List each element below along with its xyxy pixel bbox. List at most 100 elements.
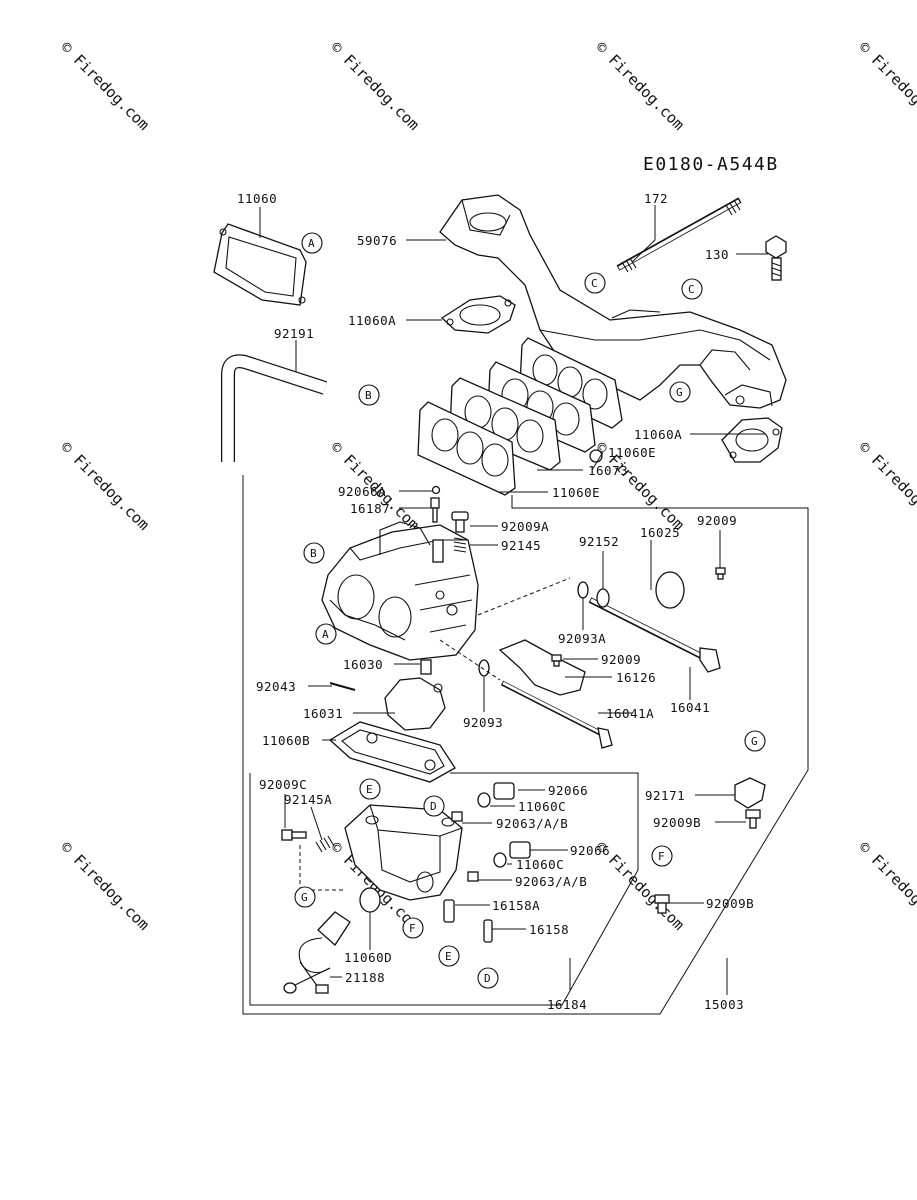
part-label: 15003 <box>704 997 744 1012</box>
part-label: 16073 <box>588 463 628 478</box>
screw-92009A <box>451 511 469 533</box>
part-label: 92063/A/B <box>515 874 587 889</box>
part-label: 92093 <box>463 715 503 730</box>
gasket-11060A-top <box>440 295 516 334</box>
intake-manifold <box>439 194 787 409</box>
part-label: 92043 <box>256 679 296 694</box>
plug-92066-a <box>493 782 515 800</box>
jet-16158A <box>443 899 455 923</box>
part-label: 92009A <box>501 519 549 534</box>
part-label: 16126 <box>616 670 656 685</box>
screw-92009-mid <box>551 654 562 667</box>
shaft-16025 <box>588 571 721 673</box>
solenoid-21188 <box>283 911 351 994</box>
svg-text:C: C <box>688 283 695 296</box>
screw-92063-a <box>451 811 463 822</box>
part-label: 92009B <box>653 815 701 830</box>
part-label: 11060B <box>262 733 310 748</box>
callout-G-top: G <box>669 381 691 403</box>
svg-text:E: E <box>366 783 373 796</box>
screw-92009C <box>281 829 307 841</box>
part-label: 16041 <box>670 700 710 715</box>
part-label: 11060 <box>237 191 277 206</box>
svg-text:C: C <box>591 277 598 290</box>
part-label: 11060C <box>518 799 566 814</box>
svg-text:E: E <box>445 950 452 963</box>
part-label: 11060C <box>516 857 564 872</box>
screw-92009B-b <box>654 894 670 914</box>
assembly-box-15003 <box>242 475 809 1015</box>
screw-92063-b <box>467 871 479 882</box>
spring-92145A <box>315 835 335 853</box>
callout-F-a: F <box>402 917 424 939</box>
callout-C-a: C <box>584 272 606 294</box>
watermark: © Firedog.com <box>855 838 917 934</box>
seal-92152 <box>596 588 610 608</box>
part-label: 16031 <box>303 706 343 721</box>
jet-16187 <box>430 497 440 523</box>
svg-text:F: F <box>658 850 665 863</box>
part-label: 92191 <box>274 326 314 341</box>
watermark: © Firedog.com <box>855 38 917 134</box>
washer-92093 <box>478 659 490 677</box>
part-label: 172 <box>644 191 668 206</box>
callout-B-mid: B <box>303 542 325 564</box>
carburetor-body <box>321 521 479 661</box>
screw-92066A <box>431 485 441 495</box>
svg-text:F: F <box>409 922 416 935</box>
watermark: © Firedog.com <box>57 38 153 134</box>
gasket-11060A-right <box>721 417 783 463</box>
stud-172 <box>616 197 742 273</box>
callout-A-top: A <box>301 232 323 254</box>
float-16031 <box>384 677 446 731</box>
part-label: 16041A <box>606 706 654 721</box>
gasket-11060B <box>328 721 456 783</box>
plate-16126 <box>498 639 586 696</box>
part-label: 16030 <box>343 657 383 672</box>
svg-text:D: D <box>430 800 437 813</box>
plug-92066-b <box>509 841 531 859</box>
watermark: © Firedog.com <box>57 838 153 934</box>
part-label: 11060E <box>608 445 656 460</box>
part-label: 92171 <box>645 788 685 803</box>
screw-92009B-a <box>745 809 761 829</box>
watermark: © Firedog.com <box>327 38 423 134</box>
callout-C-b: C <box>681 278 703 300</box>
part-label: 59076 <box>357 233 397 248</box>
part-label: 92145A <box>284 792 332 807</box>
part-label: 92152 <box>579 534 619 549</box>
svg-text:G: G <box>301 891 308 904</box>
part-label: 16187 <box>350 501 390 516</box>
diagram-code: E0180-A544B <box>643 154 779 175</box>
callout-D-b: D <box>477 967 499 989</box>
part-label: 21188 <box>345 970 385 985</box>
part-label: 92009C <box>259 777 307 792</box>
svg-text:G: G <box>751 735 758 748</box>
callout-G-right: G <box>744 730 766 752</box>
shaft-16041A <box>500 680 613 749</box>
washer-11060C-b <box>493 852 507 868</box>
callout-G-bottom: G <box>294 886 316 908</box>
part-label: 92063/A/B <box>496 816 568 831</box>
part-label: 92145 <box>501 538 541 553</box>
gasket-11060 <box>213 223 307 306</box>
gasket-plates <box>417 337 623 496</box>
svg-text:D: D <box>484 972 491 985</box>
watermark: © Firedog.com <box>57 438 153 534</box>
pin-92043 <box>329 682 356 691</box>
svg-text:A: A <box>322 628 329 641</box>
part-label: 11060E <box>552 485 600 500</box>
part-label: 16184 <box>547 997 587 1012</box>
part-label: 11060A <box>634 427 682 442</box>
watermark: © Firedog.com <box>592 38 688 134</box>
part-label: 92066 <box>570 843 610 858</box>
part-label: 16158A <box>492 898 540 913</box>
bolt-130 <box>765 235 787 281</box>
svg-text:G: G <box>676 386 683 399</box>
jet-16158 <box>483 919 493 943</box>
bracket-92171 <box>734 777 766 809</box>
assembly-box-16184 <box>249 772 639 1006</box>
callout-D-a: D <box>423 795 445 817</box>
jet-16030 <box>420 659 432 675</box>
